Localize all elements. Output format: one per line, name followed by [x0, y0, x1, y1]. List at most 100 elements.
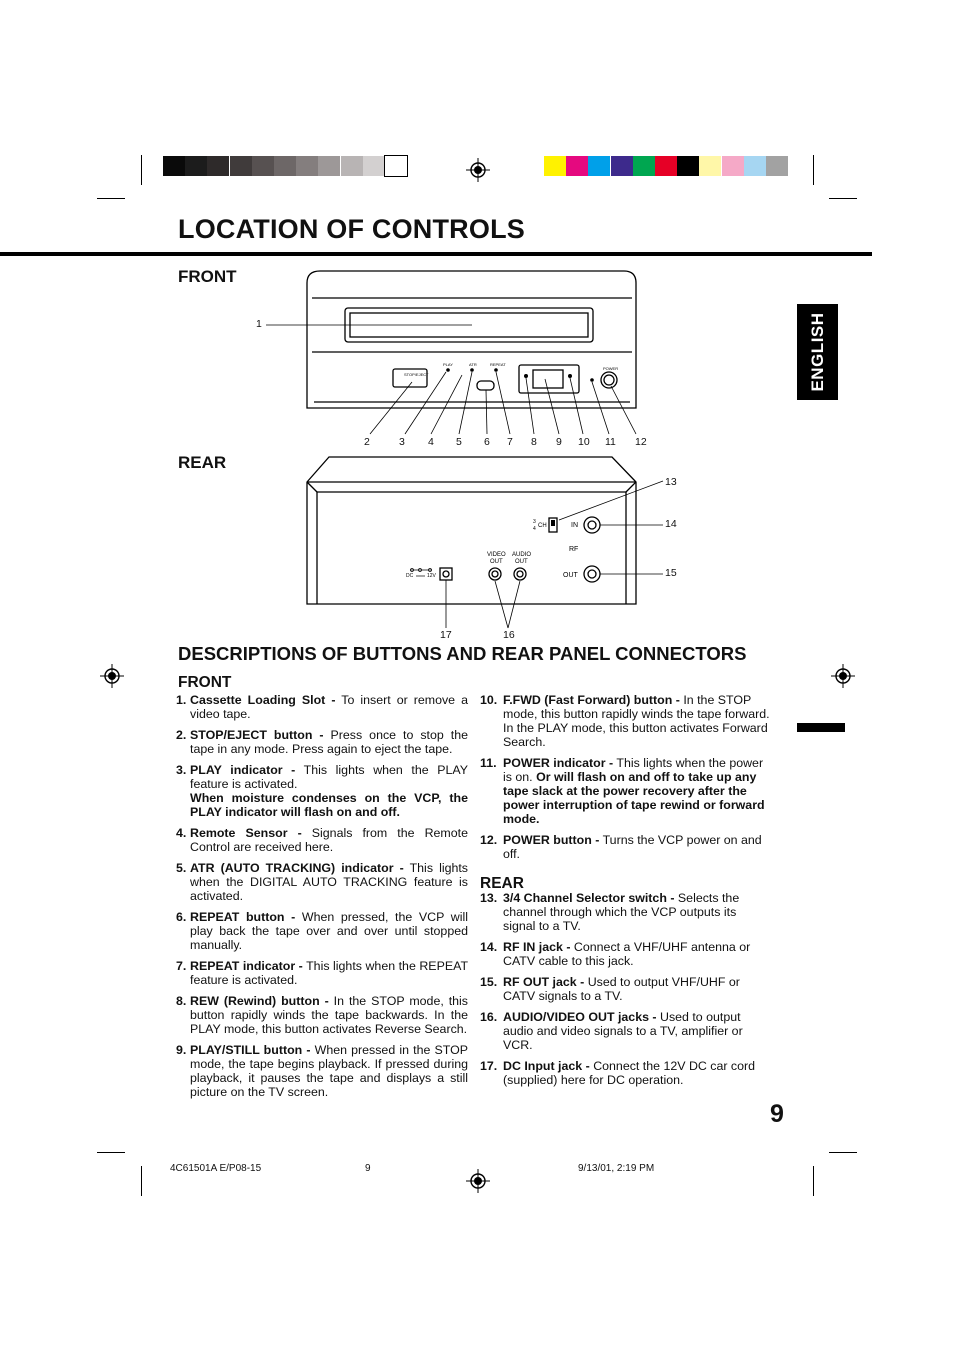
- description-item: 4.Remote Sensor - Signals from the Remot…: [176, 826, 468, 854]
- item-text: STOP/EJECT button - Press once to stop t…: [190, 728, 468, 756]
- item-description: To insert or remove a video tape.: [190, 693, 468, 721]
- item-description: Press once to stop the tape in any mode.…: [190, 728, 468, 756]
- footer-timestamp: 9/13/01, 2:19 PM: [578, 1163, 655, 1174]
- description-item: 16. AUDIO/VIDEO OUT jacks - Used to outpu…: [480, 1010, 772, 1052]
- color-swatch: [721, 156, 744, 176]
- item-description: When pressed in the STOP mode, the tape …: [190, 1043, 469, 1099]
- callout-11: 11: [605, 436, 616, 448]
- item-description: Used to output VHF/UHF or CATV signals t…: [503, 975, 740, 1003]
- item-term: PLAY/STILL button -: [190, 1043, 311, 1057]
- color-swatch: [699, 156, 722, 176]
- registration-target-icon: [466, 158, 490, 182]
- item-text: AUDIO/VIDEO OUT jacks - Used to output a…: [503, 1010, 772, 1052]
- ch-4-label: 4: [533, 526, 536, 532]
- front-panel-diagram: STOP/EJECT PLAY ATR REPEAT POWER: [266, 270, 637, 435]
- page-title: LOCATION OF CONTROLS: [178, 214, 525, 244]
- color-swatch: [766, 156, 788, 176]
- item-description: Connect a VHF/UHF antenna or CATV cable …: [503, 940, 751, 968]
- crop-mark: [829, 1152, 857, 1153]
- item-warning: Or will flash on and off to take up any …: [503, 770, 765, 826]
- item-description: Selects the channel through which the VC…: [503, 891, 740, 933]
- crop-mark: [813, 1166, 814, 1196]
- rear-diagram-label: REAR: [178, 453, 227, 472]
- callout-2: 2: [364, 436, 370, 448]
- video-out-label: VIDEO: [487, 552, 506, 558]
- section-marker: [797, 723, 845, 732]
- color-swatch: [677, 156, 700, 176]
- item-text: ATR (AUTO TRACKING) indicator - This lig…: [190, 861, 468, 903]
- color-swatch: [362, 156, 385, 176]
- color-swatch: [318, 156, 341, 176]
- item-term: POWER button -: [503, 833, 600, 847]
- callout-15: 15: [665, 567, 677, 579]
- item-text: POWER button - Turns the VCP power on an…: [503, 833, 772, 861]
- title-rule: [0, 252, 872, 256]
- description-item: 7.REPEAT indicator - This lights when th…: [176, 959, 468, 987]
- description-item: 11.POWER indicator - This lights when th…: [480, 756, 772, 826]
- item-text: RF OUT jack - Used to output VHF/UHF or …: [503, 975, 772, 1003]
- audio-out-label-2: OUT: [515, 559, 528, 565]
- descriptions-heading: DESCRIPTIONS OF BUTTONS AND REAR PANEL C…: [178, 643, 747, 664]
- item-description: When pressed, the VCP will play back the…: [190, 910, 468, 952]
- item-term: DC Input jack -: [503, 1059, 590, 1073]
- item-description: Signals from the Remote Control are rece…: [190, 826, 468, 854]
- rf-in-label: IN: [571, 522, 578, 529]
- item-term: F.FWD (Fast Forward) button -: [503, 693, 680, 707]
- callout-6: 6: [484, 436, 490, 448]
- registration-target-icon: [466, 1169, 490, 1193]
- callout-3: 3: [399, 436, 405, 448]
- description-item: 1.Cassette Loading Slot - To insert or r…: [176, 693, 468, 721]
- item-number: 6.: [176, 910, 187, 924]
- page-number: 9: [770, 1100, 784, 1128]
- item-description: This lights when the power is on.: [503, 756, 764, 784]
- power-panel-label: POWER: [603, 366, 618, 371]
- item-number: 15.: [480, 975, 498, 989]
- registration-target-icon: [100, 664, 124, 688]
- item-term: Cassette Loading Slot -: [190, 693, 336, 707]
- callout-5: 5: [456, 436, 462, 448]
- rf-label: RF: [569, 546, 578, 553]
- ch-label: CH: [538, 523, 547, 529]
- color-swatch: [340, 156, 363, 176]
- repeat-panel-label: REPEAT: [490, 362, 506, 367]
- item-number: 10.: [480, 693, 498, 707]
- callout-8: 8: [531, 436, 537, 448]
- item-term: REPEAT button -: [190, 910, 296, 924]
- item-term: STOP/EJECT button -: [190, 728, 324, 742]
- callout-1: 1: [256, 318, 262, 330]
- play-panel-label: PLAY: [443, 362, 453, 367]
- callout-17: 17: [440, 629, 452, 641]
- description-item: 5.ATR (AUTO TRACKING) indicator - This l…: [176, 861, 468, 903]
- item-description: In the STOP mode, this button rapidly wi…: [190, 994, 469, 1036]
- description-item: 13.3/4 Channel Selector switch - Selects…: [480, 891, 772, 933]
- language-tab: ENGLISH: [797, 304, 838, 400]
- item-description: Used to output audio and video signals t…: [503, 1010, 743, 1052]
- item-number: 12.: [480, 833, 498, 847]
- item-term: RF OUT jack -: [503, 975, 585, 989]
- color-swatch: [743, 156, 766, 176]
- item-number: 9.: [176, 1043, 187, 1057]
- item-description: Connect the 12V DC car cord (supplied) h…: [503, 1059, 756, 1087]
- dc-volt-label: 12V: [427, 573, 437, 579]
- atr-panel-label: ATR: [469, 362, 477, 367]
- color-swatch: [207, 156, 230, 176]
- item-text: 3/4 Channel Selector switch - Selects th…: [503, 891, 772, 933]
- color-swatch: [384, 155, 408, 177]
- registration-target-icon: [831, 664, 855, 688]
- crop-mark: [141, 1166, 142, 1196]
- description-item: 17.DC Input jack - Connect the 12V DC ca…: [480, 1059, 772, 1087]
- item-term: Remote Sensor -: [190, 826, 302, 840]
- item-number: 16.: [480, 1010, 498, 1024]
- description-item: 15. RF OUT jack - Used to output VHF/UHF …: [480, 975, 772, 1003]
- rf-out-label: OUT: [563, 572, 579, 579]
- rear-descriptions-heading: REAR: [480, 875, 524, 892]
- item-text: REPEAT indicator - This lights when the …: [190, 959, 468, 987]
- item-text: REW (Rewind) button - In the STOP mode, …: [190, 994, 468, 1036]
- video-out-label-2: OUT: [490, 559, 503, 565]
- crop-mark: [97, 198, 125, 199]
- color-swatch: [274, 156, 296, 176]
- footer-job-id: 4C61501A E/P08-15: [170, 1163, 262, 1174]
- audio-out-label: AUDIO: [512, 552, 531, 558]
- color-swatch: [251, 156, 274, 176]
- description-item: 12. POWER button - Turns the VCP power on…: [480, 833, 772, 861]
